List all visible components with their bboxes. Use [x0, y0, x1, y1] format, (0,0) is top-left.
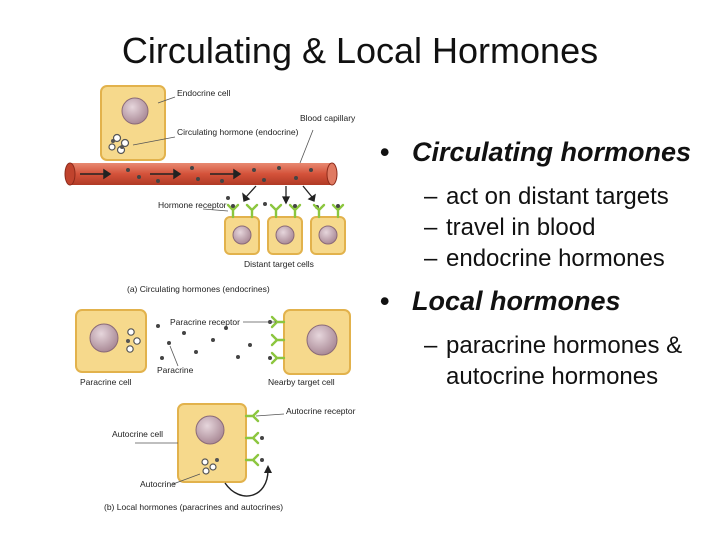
- label-paracrine-receptor: Paracrine receptor: [170, 317, 240, 327]
- label-paracrine: Paracrine: [157, 365, 194, 375]
- caption-b: (b) Local hormones (paracrines and autoc…: [104, 502, 283, 512]
- label-paracrine-cell: Paracrine cell: [80, 377, 132, 387]
- sub-bullet: –paracrine hormones & autocrine hormones: [424, 332, 683, 390]
- nearby-target-cell: [283, 309, 351, 375]
- diffusing-arrows: [242, 185, 316, 205]
- hormone-granules: [108, 133, 130, 155]
- leader-lines-b2: [135, 413, 285, 485]
- label-endocrine-cell: Endocrine cell: [177, 88, 231, 98]
- caption-a: (a) Circulating hormones (endocrines): [127, 284, 270, 294]
- label-blood-capillary: Blood capillary: [300, 113, 356, 123]
- slide-title: Circulating & Local Hormones: [121, 30, 599, 71]
- label-hormone-receptor: Hormone receptor: [158, 200, 227, 210]
- bullet-heading: Circulating hormones: [412, 137, 692, 167]
- sub-bullet: –act on distant targets: [424, 183, 669, 210]
- distant-target-cells: [224, 216, 346, 255]
- flow-arrows: [80, 168, 242, 180]
- bullet-local: • Local hormones: [380, 284, 715, 318]
- hormones-diagram: Endocrine cell Circulating hormone (endo…: [64, 85, 356, 512]
- leader-lines-a: [132, 96, 314, 212]
- label-nearby-target-cell: Nearby target cell: [268, 377, 335, 387]
- label-distant-target-cells: Distant target cells: [244, 259, 314, 269]
- hormone-receptors: [226, 203, 345, 219]
- bullet-dot: •: [380, 286, 390, 316]
- sub-bullet: –travel in blood: [424, 214, 596, 241]
- bullet-circulating: • Circulating hormones: [380, 135, 715, 169]
- label-circulating-hormone: Circulating hormone (endocrine): [177, 127, 299, 137]
- label-autocrine-cell: Autocrine cell: [112, 429, 163, 439]
- circulating-hormone-molecules: [126, 166, 313, 183]
- blood-capillary: [64, 162, 338, 186]
- autocrine-receptors: [244, 409, 264, 467]
- sub-bullet: –endocrine hormones: [424, 245, 665, 272]
- leader-lines-b1: [169, 321, 276, 367]
- label-autocrine: Autocrine: [140, 479, 176, 489]
- autocrine-arrow: [224, 465, 272, 497]
- bullet-list: • Circulating hormones –act on distant t…: [380, 135, 715, 392]
- bullet-dot: •: [380, 137, 390, 167]
- paracrine-receptors: [268, 315, 286, 365]
- label-autocrine-receptor: Autocrine receptor: [286, 406, 356, 416]
- bullet-heading: Local hormones: [412, 286, 621, 316]
- autocrine-cell: [177, 403, 247, 483]
- paracrine-molecules: [156, 324, 252, 360]
- paracrine-cell: [75, 309, 147, 373]
